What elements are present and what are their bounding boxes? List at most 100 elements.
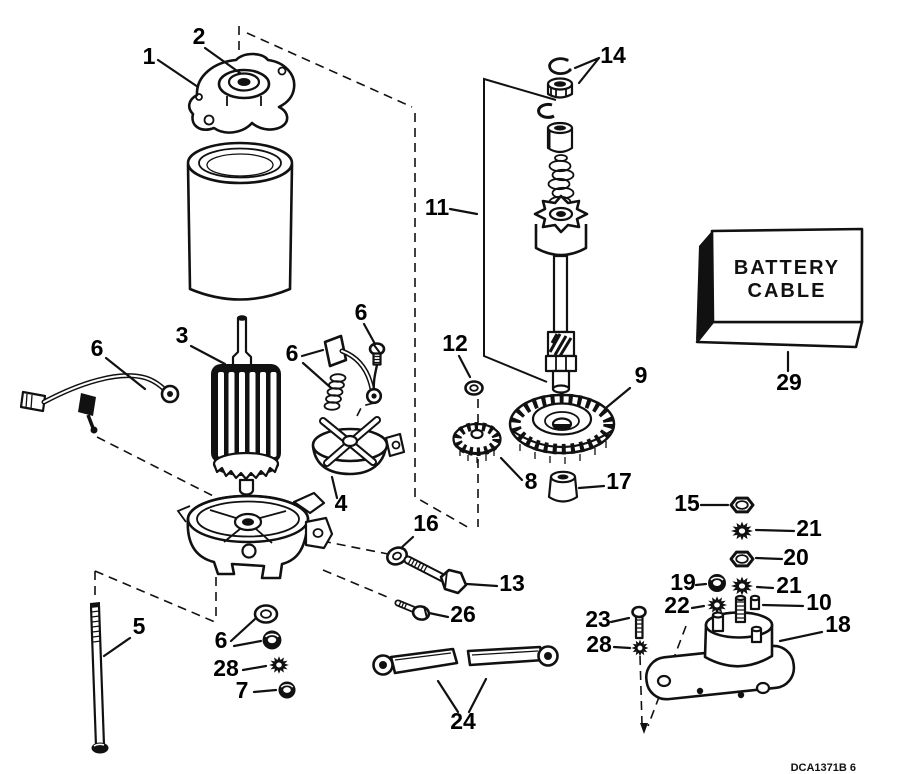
star-washer-21 xyxy=(730,520,754,542)
endcap-front-hole xyxy=(241,543,257,559)
callout-17: 17 xyxy=(606,468,632,494)
motor-cable xyxy=(19,373,180,434)
callout-7: 7 xyxy=(236,677,249,703)
endcap-flap xyxy=(292,491,326,515)
drive-shaft xyxy=(544,254,578,394)
solenoid-body xyxy=(644,594,796,701)
washer xyxy=(253,604,279,624)
leader-lines xyxy=(102,46,824,714)
callout-19: 19 xyxy=(670,569,696,595)
battery-cable-box: BATTERY CABLE xyxy=(695,227,864,349)
endcap-hole xyxy=(195,93,203,101)
armature-shaft xyxy=(231,316,253,368)
star-washer-28 xyxy=(630,638,650,658)
callout-20: 20 xyxy=(783,544,809,570)
battery-cable-label-line2: CABLE xyxy=(748,280,827,302)
callout-29: 29 xyxy=(776,369,802,395)
callout-6-hardware: 6 xyxy=(215,627,228,653)
pinion-stop xyxy=(546,77,574,99)
brush-plate xyxy=(311,416,406,476)
callout-28-right: 28 xyxy=(586,631,612,657)
callout-1: 1 xyxy=(143,43,156,69)
armature-stub xyxy=(238,478,255,496)
lock-washer xyxy=(386,546,408,566)
callout-8: 8 xyxy=(525,468,538,494)
nut-19 xyxy=(707,573,727,593)
lower-end-cap xyxy=(176,491,334,580)
callout-22: 22 xyxy=(664,592,690,618)
brush-set xyxy=(323,334,386,411)
solenoid-screw-23 xyxy=(631,605,647,640)
drive-pinion xyxy=(533,194,589,257)
nut xyxy=(261,629,283,651)
callout-6-cable: 6 xyxy=(91,335,104,361)
bushing xyxy=(547,470,579,503)
brush-lead-screw xyxy=(365,342,386,405)
pinion-gear-small xyxy=(452,422,502,463)
hex-bolt xyxy=(403,555,468,595)
battery-cable-label-line1: BATTERY xyxy=(734,257,840,279)
callout-2: 2 xyxy=(193,23,206,49)
starter-drive-assembly xyxy=(483,57,589,394)
callout-21-upper: 21 xyxy=(796,515,822,541)
spline xyxy=(548,333,573,357)
brush-spring xyxy=(323,373,347,411)
callout-3: 3 xyxy=(176,322,189,348)
callout-6-brush: 6 xyxy=(286,340,299,366)
mountbolt-dash xyxy=(321,540,393,600)
mount-hardware xyxy=(386,546,468,621)
callout-10: 10 xyxy=(806,589,832,615)
nut xyxy=(277,680,297,700)
driven-gear-large xyxy=(508,393,616,464)
brush xyxy=(323,334,348,368)
callout-13: 13 xyxy=(499,570,525,596)
through-bolt xyxy=(89,602,109,754)
alignment-dashed-lines xyxy=(94,26,687,734)
throughbolt-dash xyxy=(94,570,217,623)
callout-26: 26 xyxy=(450,601,476,627)
endcap-hole xyxy=(277,66,287,76)
callout-15: 15 xyxy=(674,490,700,516)
star-washer-21b xyxy=(730,575,754,597)
callout-6-screw: 6 xyxy=(355,299,368,325)
lower-hardware xyxy=(253,604,297,700)
nut-15 xyxy=(729,496,755,514)
upper-end-cap xyxy=(187,52,296,134)
dash-arrowhead xyxy=(640,723,648,734)
callout-4: 4 xyxy=(335,490,348,516)
endcap-ear xyxy=(304,516,334,550)
callout-labels: 1 2 3 4 5 6 6 6 6 7 8 9 10 11 12 13 14 1… xyxy=(91,23,851,734)
c-clip xyxy=(537,102,555,119)
callout-5: 5 xyxy=(133,613,146,639)
spacer xyxy=(546,121,574,154)
cable-connector xyxy=(19,390,47,413)
endcap-hole xyxy=(203,114,215,126)
lockwasher xyxy=(268,655,290,675)
callout-12: 12 xyxy=(442,330,468,356)
drawing-code: DCA1371B 6 xyxy=(791,762,856,774)
screw xyxy=(394,599,431,621)
callout-11: 11 xyxy=(425,194,450,220)
callout-21-lower: 21 xyxy=(776,572,802,598)
bearing-bore xyxy=(237,78,251,86)
star-washer-22 xyxy=(706,595,728,615)
bracket-line-11 xyxy=(483,77,557,383)
solenoid-assembly xyxy=(630,496,796,701)
cable-dash xyxy=(96,436,228,504)
cable-clamp xyxy=(78,393,96,416)
case-dash-vertical xyxy=(414,113,472,530)
callout-24: 24 xyxy=(450,708,476,734)
thrust-washer xyxy=(464,380,484,396)
terminal-grommet-10 xyxy=(749,594,761,611)
case-dash-diagonal xyxy=(246,32,413,108)
brush-plate-ear xyxy=(384,432,406,458)
battery-straps xyxy=(372,645,559,676)
callout-23: 23 xyxy=(585,606,611,632)
callout-14: 14 xyxy=(600,42,626,68)
motor-frame xyxy=(186,141,294,301)
callout-28-left: 28 xyxy=(213,655,239,681)
callout-18: 18 xyxy=(825,611,851,637)
armature xyxy=(211,315,281,496)
